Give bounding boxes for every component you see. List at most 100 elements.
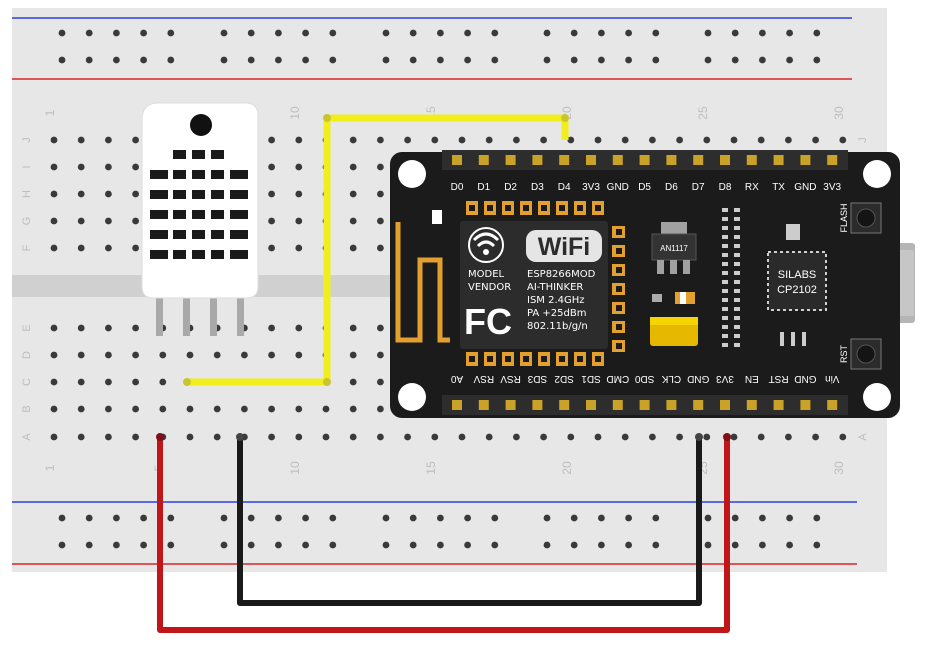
breadboard-hole <box>50 405 58 413</box>
power-rail-hole <box>759 514 766 522</box>
usb-chip-small <box>786 224 800 240</box>
power-rail-hole <box>570 29 578 37</box>
esp-pad-hole <box>595 356 601 362</box>
breadboard-hole <box>295 163 303 171</box>
breadboard-hole <box>839 433 847 441</box>
esp-pad-hole <box>616 286 622 292</box>
breadboard-hole <box>377 136 384 144</box>
esp-pad-hole <box>523 356 529 362</box>
module-text-model: MODEL <box>468 269 505 280</box>
header-pin <box>746 400 757 410</box>
column-number: 20 <box>560 461 574 475</box>
esp-pad-hole <box>616 229 622 235</box>
wifi-signal-icon-dot <box>483 249 489 255</box>
breadboard-hole <box>186 405 194 413</box>
smd-pad <box>722 208 728 212</box>
column-number: 1 <box>43 464 57 471</box>
power-rail-hole <box>85 29 93 37</box>
header-pin <box>478 155 489 165</box>
header-pin <box>532 155 543 165</box>
breadboard-hole <box>349 433 357 441</box>
dht-vent-slot <box>192 150 205 159</box>
smd-pad <box>734 280 740 284</box>
breadboard-hole <box>621 433 629 441</box>
dht-vent-slot <box>211 190 224 199</box>
flash-button[interactable] <box>856 208 876 228</box>
row-letter: E <box>21 324 33 331</box>
breadboard-hole <box>159 351 167 359</box>
breadboard-hole <box>703 433 711 441</box>
flash-button-base[interactable] <box>850 202 882 234</box>
power-rail-hole <box>464 541 471 549</box>
top-pin-label: 3V3 <box>823 182 841 193</box>
dht-vent-slot <box>192 190 205 199</box>
breadboard-hole <box>349 244 357 252</box>
breadboard-hole <box>50 244 58 252</box>
bottom-pin-label: EN <box>745 373 759 384</box>
power-rail-hole <box>731 514 739 522</box>
top-pin-label: 3V3 <box>582 182 600 193</box>
dht-vent-slot <box>230 190 248 199</box>
breadboard-hole <box>77 244 85 252</box>
breadboard-hole <box>132 217 140 225</box>
breadboard-hole <box>132 351 140 359</box>
esp-pad-hole <box>616 305 622 311</box>
esp-pad-hole <box>559 356 565 362</box>
rst-button[interactable] <box>856 344 876 364</box>
smd-pad <box>722 253 728 257</box>
module-text-band: ISM 2.4GHz <box>527 295 585 306</box>
row-letter: H <box>21 190 33 198</box>
power-rail-hole <box>382 514 390 522</box>
bottom-pin-label: RST <box>769 373 789 384</box>
esp-pad-hole <box>487 205 493 211</box>
power-rail-hole <box>704 56 712 64</box>
smd-pad <box>734 271 740 275</box>
power-rail-hole <box>113 29 120 37</box>
dht-vent-slot <box>150 230 168 239</box>
breadboard-hole <box>105 405 112 413</box>
regulator-pin-2 <box>670 260 677 274</box>
breadboard-hole <box>132 324 140 332</box>
wifi-signal-icon <box>468 227 504 263</box>
power-rail-hole <box>247 56 255 64</box>
breadboard-hole <box>132 190 140 198</box>
power-rail-hole <box>543 56 551 64</box>
bottom-pin-label: Vin <box>825 373 839 384</box>
bottom-pin-label: RSV <box>500 373 521 384</box>
esp-pad-hole <box>469 356 475 362</box>
header-pin <box>586 155 596 165</box>
smd-diode-band <box>680 292 686 304</box>
dht-vent-slot <box>173 230 186 239</box>
smd-pad <box>734 316 740 320</box>
power-rail-hole <box>543 29 551 37</box>
top-pin-label: D2 <box>504 182 517 193</box>
column-number: 25 <box>696 106 710 120</box>
breadboard-hole <box>322 433 330 441</box>
row-letter: G <box>21 217 33 226</box>
power-rail-hole <box>704 514 712 522</box>
esp-pad-hole <box>559 205 565 211</box>
breadboard-hole <box>676 136 683 144</box>
breadboard-hole <box>268 217 275 225</box>
antenna-pad <box>432 210 442 224</box>
power-rail-hole <box>598 541 605 549</box>
smd-pad <box>722 262 728 266</box>
dht-vent-slot <box>173 190 186 199</box>
header-pin <box>559 400 570 410</box>
breadboard-hole <box>839 136 847 144</box>
row-letter: J <box>21 137 33 143</box>
power-rail-hole <box>704 29 712 37</box>
smd-pad <box>734 334 740 338</box>
breadboard-hole <box>50 378 58 386</box>
breadboard-hole <box>349 163 357 171</box>
power-rail-hole <box>113 56 120 64</box>
module-text-maker: AI-THINKER <box>527 282 583 293</box>
data-wire-bend-1 <box>323 378 331 386</box>
row-letter: C <box>21 378 33 386</box>
power-rail-hole <box>140 541 148 549</box>
breadboard-hole <box>77 136 85 144</box>
power-rail-hole <box>409 514 417 522</box>
